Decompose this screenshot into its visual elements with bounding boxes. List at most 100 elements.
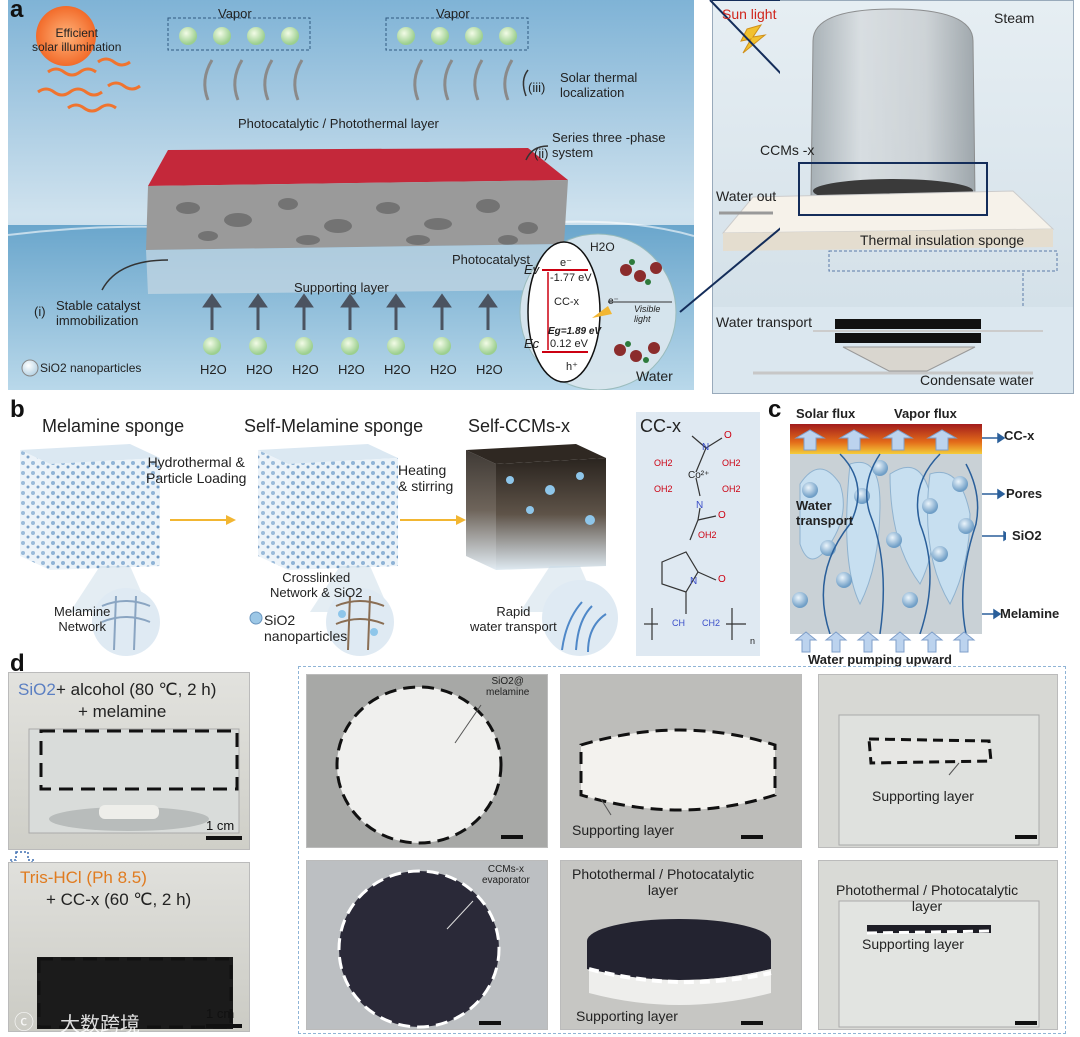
h2o-label-3: H2O [292, 362, 319, 377]
beaker-photo-top [8, 672, 250, 850]
watermark-text: 大数跨境 [60, 1012, 140, 1036]
down-arrow-icon [8, 851, 36, 874]
sio2-melamine-label: SiO2@ melamine [486, 676, 530, 698]
ii-marker: (ii) [534, 146, 549, 161]
water-label: Water [636, 368, 673, 384]
ccx-molecule [644, 435, 746, 640]
hydrothermal-label: Hydrothermal & Particle Loading [146, 454, 247, 486]
panel-a-scene [8, 0, 694, 390]
water-transport-label: Water transport [716, 314, 812, 330]
ccx-step-label: + CC-x (60 ℃, 2 h) [46, 890, 192, 909]
nitrogen-label-1: N [702, 442, 710, 453]
photo-sio2-melamine-top [306, 674, 548, 848]
ccx-title: CC-x [640, 416, 681, 436]
photocatalytic-layer-label: Photocatalytic / Photothermal layer [238, 116, 439, 131]
h2o-label-1: H2O [200, 362, 227, 377]
ccms-label: CCMs -x [760, 142, 815, 158]
rapid-water-transport-label: Rapid water transport [470, 604, 557, 634]
panel-a-illustration [8, 0, 694, 390]
photocatalyst-label: Photocatalyst [452, 252, 531, 267]
photo-beaker-bilayer [818, 860, 1058, 1030]
sio2-melamine-disc [335, 685, 523, 845]
ccx-inset-label: CC-x [554, 296, 580, 308]
sun-light-label: Sun light [722, 6, 777, 22]
tris-hcl-label: Tris-HCl (Ph 8.5) [20, 868, 147, 887]
visible-light-label: Visible light [634, 304, 661, 324]
solar-illumination-label: Efficient solar illumination [32, 26, 122, 54]
photothermal-layer-label-2: Photothermal / Photocatalytic layer [836, 882, 1019, 914]
beaker-bilayer-drawing [838, 900, 1040, 1028]
vapor-label-left: Vapor [218, 6, 252, 21]
oh2-label-4: OH2 [722, 484, 741, 494]
sio2-label-d: SiO2 [18, 680, 56, 699]
hole-label: h⁺ [566, 361, 578, 373]
beaker-bottom-drawing [37, 957, 233, 1029]
panel-d-letter: d [10, 650, 25, 677]
scale-label-2: 1 cm [206, 1006, 235, 1021]
oh2-label-2: OH2 [722, 458, 741, 468]
h2o-label-inset: H2O [590, 240, 615, 254]
oh2-label-1: OH2 [654, 458, 673, 468]
solar-thermal-localization-label: Solar thermal localization [560, 70, 638, 100]
pores-label: Pores [1006, 486, 1043, 501]
iii-marker: (iii) [528, 80, 546, 95]
supporting-layer-label-4: Supporting layer [862, 936, 964, 952]
sponge-side-drawing [579, 728, 777, 839]
oxygen-label-2: O [718, 510, 726, 521]
vapor-label-right: Vapor [436, 6, 470, 21]
solar-flux-label: Solar flux [796, 406, 856, 421]
photo-beaker-support [818, 674, 1058, 848]
panel-b-illustration [20, 444, 618, 656]
self-ccms-title: Self-CCMs-x [468, 416, 570, 436]
scale-bar-1 [206, 836, 242, 840]
supporting-layer-label-1: Supporting layer [572, 822, 674, 838]
bilayer-drawing [587, 919, 772, 1025]
i-marker: (i) [34, 304, 46, 319]
panel-b-scene [10, 400, 630, 660]
ec-value: 0.12 eV [550, 338, 588, 350]
ccms-evaporator-label: CCMs-x evaporator [482, 864, 530, 886]
zoom-connector-lines [679, 0, 780, 313]
beaker-top-drawing [28, 728, 240, 834]
series-three-phase-label: Series three -phase system [552, 130, 666, 160]
crosslinked-network-label: Crosslinked Network & SiO2 [270, 570, 363, 600]
supporting-layer-label-2: Supporting layer [872, 788, 974, 804]
photo-sponge-side [560, 674, 802, 848]
watermark-logo-icon: ⓒ [14, 1012, 34, 1034]
scale-bar-2 [206, 1024, 242, 1028]
ch2-label: CH2 [702, 618, 721, 628]
photo-ccms-top [306, 860, 548, 1030]
alcohol-step-label: + alcohol (80 ℃, 2 h) [56, 680, 217, 699]
melamine-step-label: + melamine [78, 702, 167, 721]
h2o-label-4: H2O [338, 362, 365, 377]
panel-a-letter: a [10, 0, 24, 23]
eg-value: Eg=1.89 eV [548, 326, 602, 337]
supporting-layer-label-3: Supporting layer [576, 1008, 678, 1024]
panel-b-letter: b [10, 396, 25, 423]
beaker-support-drawing [838, 714, 1040, 846]
melamine-label-c: Melamine [1000, 606, 1060, 621]
photothermal-layer-label-1: Photothermal / Photocatalytic layer [572, 866, 755, 898]
stable-catalyst-label: Stable catalyst immobilization [56, 298, 141, 328]
nitrogen-label-2: N [696, 500, 704, 511]
sio2-legend-label: SiO2 nanoparticles [40, 361, 142, 375]
electron-label: e⁻ [560, 257, 572, 269]
pumping-arrows [794, 631, 976, 653]
panel-c-scene [790, 424, 982, 634]
oxygen-label-3: O [718, 574, 726, 585]
panel-c-callout-arrows [982, 432, 1006, 620]
ev-value: -1.77 eV [550, 272, 592, 284]
oh2-label-3: OH2 [654, 484, 673, 494]
sio2-nanoparticles-label: SiO2 nanoparticles [264, 612, 348, 644]
self-melamine-sponge-title: Self-Melamine sponge [244, 416, 424, 436]
ccms-disc [337, 869, 501, 1029]
h2o-label-6: H2O [430, 362, 457, 377]
ccx-layer-label: CC-x [1004, 428, 1035, 443]
sio2-label-c: SiO2 [1012, 528, 1042, 543]
steam-label: Steam [994, 10, 1035, 26]
nitrogen-label-3: N [690, 576, 698, 587]
condensate-water-label: Condensate water [920, 372, 1034, 388]
heating-label: Heating & stirring [398, 462, 454, 494]
oxygen-label-1: O [724, 430, 732, 441]
h2o-label-5: H2O [384, 362, 411, 377]
